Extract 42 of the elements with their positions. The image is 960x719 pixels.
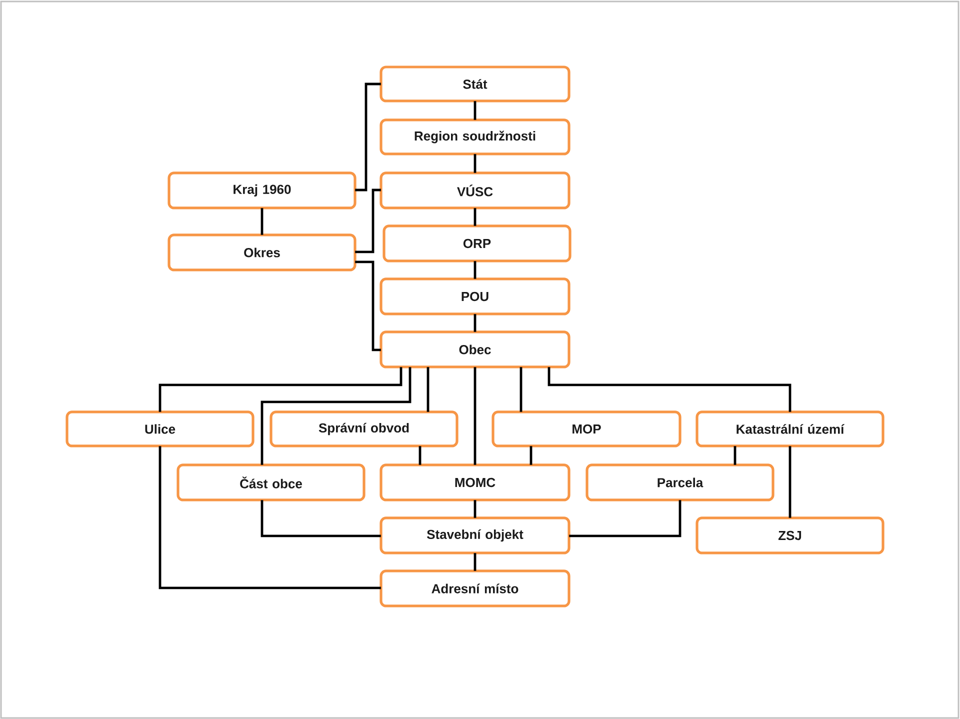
label-box: MOP — [492, 410, 682, 448]
connector-line — [788, 446, 792, 518]
connector-line — [474, 500, 476, 518]
label-box: ORP — [382, 224, 572, 262]
connector-line — [474, 261, 476, 279]
label-box: Katastrální území — [696, 410, 884, 448]
connector-line — [355, 82, 381, 192]
connector-line — [260, 500, 381, 538]
connector-line — [158, 446, 381, 590]
connector-line — [548, 367, 792, 412]
connector-line — [474, 367, 476, 465]
label-box: Správní obvod — [270, 410, 458, 448]
label-box: ZSJ — [696, 516, 884, 554]
connector-line — [520, 367, 522, 412]
label-box: Stát — [380, 66, 570, 102]
connector-line — [474, 154, 476, 173]
connector-line — [418, 446, 422, 465]
label-box: MOMC — [380, 464, 570, 502]
connector-line — [260, 367, 412, 465]
label-box: Obec — [380, 330, 570, 368]
label-box: Ulice — [66, 410, 254, 448]
connector-line — [474, 314, 476, 332]
label-box: Stavební objekt — [380, 516, 570, 554]
connector-line — [158, 367, 402, 412]
label-box: Adresní místo — [380, 570, 570, 608]
connector-line — [530, 446, 532, 465]
connector-line — [426, 367, 430, 412]
connector-line — [474, 101, 476, 120]
label-box: Část obce — [176, 464, 366, 502]
connector-line — [569, 500, 682, 538]
label-box: Kraj 1960 — [168, 172, 356, 210]
label-box: VÚSC — [380, 172, 570, 210]
connector-line — [260, 208, 264, 235]
label-box: Okres — [168, 234, 356, 272]
connector-line — [355, 260, 381, 352]
connector-line — [474, 553, 476, 571]
label-box: POU — [380, 278, 570, 316]
connector-line — [474, 208, 476, 226]
connector-line — [355, 188, 381, 254]
connector-line — [734, 446, 736, 465]
label-box: Region soudržnosti — [380, 118, 570, 156]
label-box: Parcela — [586, 464, 774, 502]
